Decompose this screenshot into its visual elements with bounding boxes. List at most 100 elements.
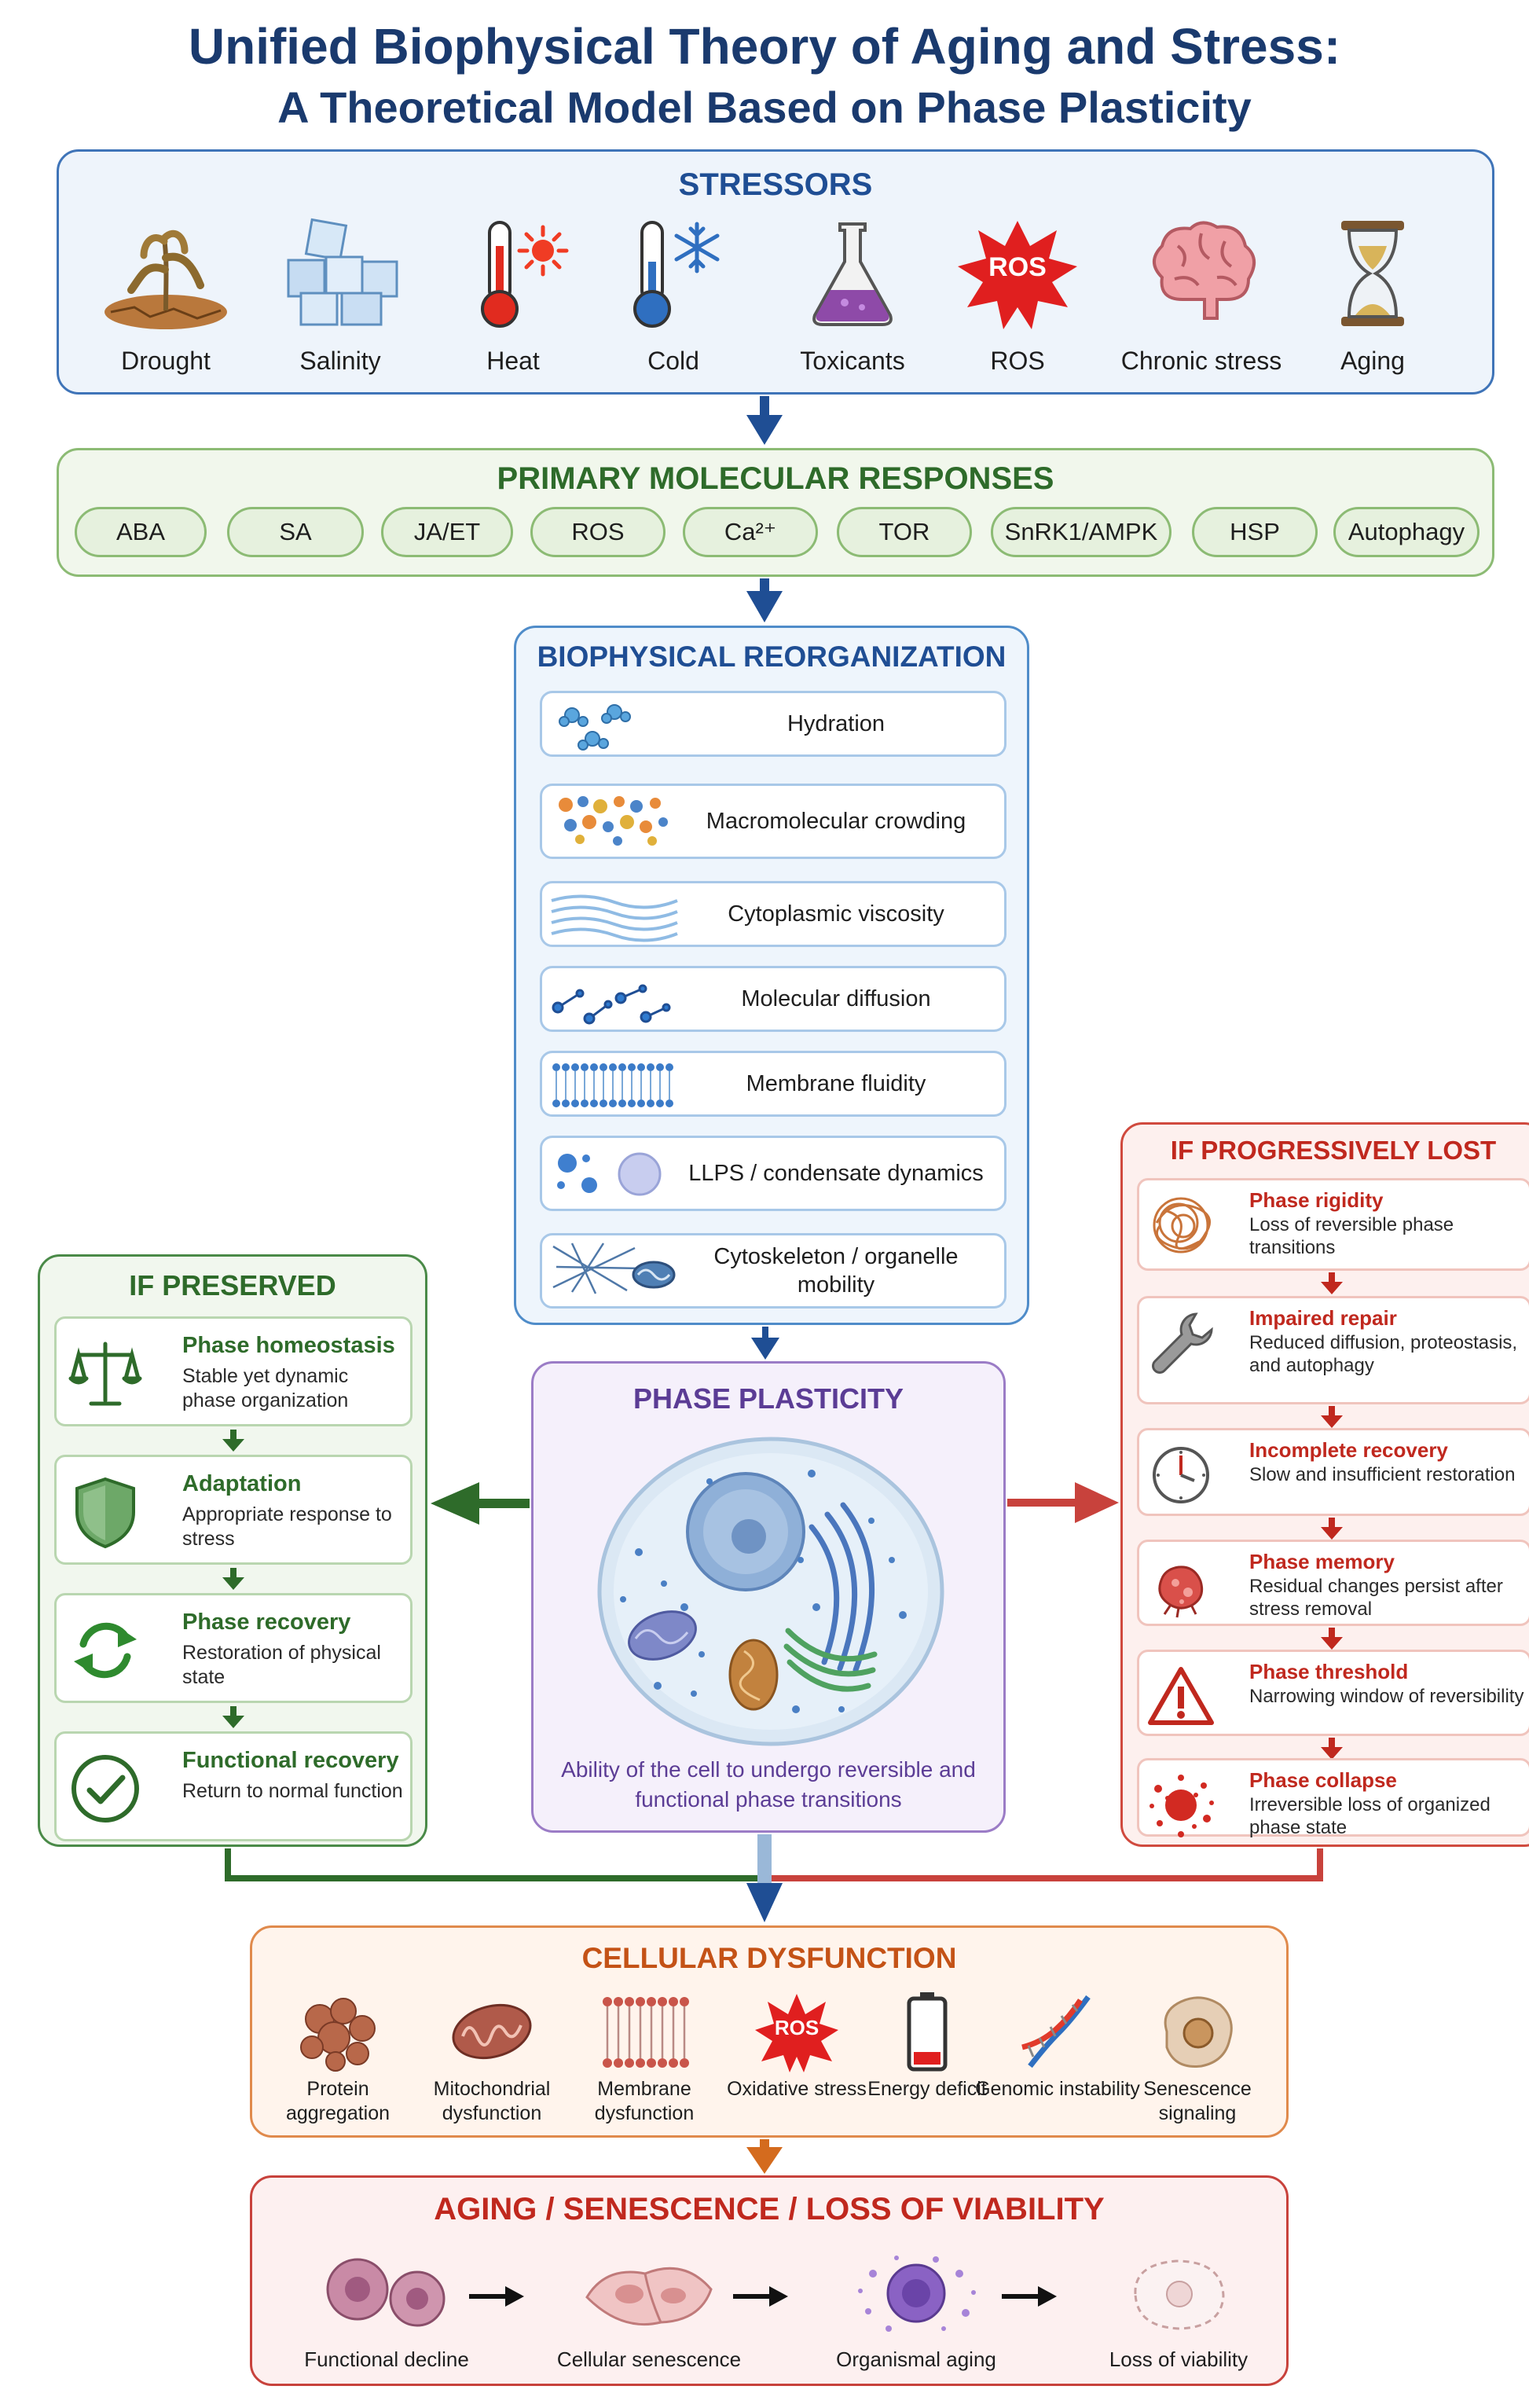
bio-step-cytoskeleton: Cytoskeleton / organelle mobility [540,1233,1006,1309]
stressor-toxicants: Toxicants [774,215,931,387]
stressor-heat: Heat [434,215,592,387]
down-arrow-icon [222,1430,244,1452]
right-arrow-icon [733,2286,788,2307]
response-pill: ROS [530,507,666,557]
dysfunction-label: Oxidative stress [727,2078,867,2100]
response-pill: Autophagy [1333,507,1480,557]
dysfunction-oxidative: ROS Oxidative stress [722,1991,871,2132]
biophysical-panel: BIOPHYSICAL REORGANIZATION Hydration Mac… [514,626,1029,1325]
primary-responses-panel: PRIMARY MOLECULAR RESPONSES ABA SA JA/ET… [57,448,1494,577]
response-pill: Ca²⁺ [683,507,818,557]
preserved-panel: IF PRESERVED Phase homeostasis Stable ye… [38,1254,427,1847]
dysfunction-membrane: Membrane dysfunction [570,1991,719,2132]
down-arrow-icon [222,1568,244,1590]
bio-step-membrane: Membrane fluidity [540,1051,1006,1117]
water-molecules-icon [559,704,631,751]
response-pill: JA/ET [381,507,513,557]
ros-badge-label: ROS [774,2016,820,2039]
biophysical-heading: BIOPHYSICAL REORGANIZATION [537,641,1006,673]
bio-step-label: Cytoskeleton / organelle mobility [713,1244,959,1298]
dysfunction-genomic: Genomic instability [975,1991,1140,2132]
lost-step-title: Impaired repair [1249,1306,1397,1330]
aging-label: Loss of viability [1109,2347,1248,2371]
lost-step-desc: Slow and insufficient restoration [1249,1464,1516,1485]
ros-burst-icon [755,1994,838,2072]
aging-label: Functional decline [304,2347,469,2371]
shield-icon [75,1477,135,1549]
stressor-label: Cold [647,347,699,375]
bio-step-label: Molecular diffusion [741,986,931,1011]
lost-heading: IF PROGRESSIVELY LOST [1170,1136,1497,1165]
thermometer-cold-icon [633,221,720,328]
ros-badge-label: ROS [988,252,1047,282]
lost-step-desc: Loss of reversible phase transitions [1249,1214,1454,1258]
preserved-step-desc: Return to normal function [182,1780,403,1802]
wilted-plant-icon [104,229,227,329]
dysfunction-label: Membrane dysfunction [594,2078,695,2124]
wrench-icon [1152,1312,1213,1374]
burst-cell-icon [1150,1775,1214,1837]
cellular-dysfunction-panel: CELLULAR DYSFUNCTION Protein aggregation… [250,1925,1289,2138]
dysfunction-heading: CELLULAR DYSFUNCTION [581,1942,957,1974]
down-arrow-icon [1321,1628,1343,1650]
lipid-bilayer-icon [552,1063,673,1107]
page-title: Unified Biophysical Theory of Aging and … [188,18,1341,75]
aging-cellular-senescence: Cellular senescence [551,2250,747,2384]
ghost-cell-icon [1134,2259,1225,2330]
dysfunction-label: Senescence signaling [1143,2078,1252,2124]
stressor-chronic-stress: Chronic stress [1121,215,1282,387]
down-arrow-icon [1321,1738,1343,1760]
low-battery-icon [907,1992,948,2072]
balance-scale-icon [68,1342,142,1406]
lost-step-collapse: Phase collapse Irreversible loss of orga… [1137,1758,1529,1838]
stressor-label: Heat [486,347,540,375]
stressors-panel: STRESSORS Drought Salinity [57,149,1494,395]
dysfunction-mitochondrial: Mitochondrial dysfunction [417,1991,566,2132]
preserved-heading: IF PRESERVED [129,1269,336,1301]
preserved-step-title: Adaptation [182,1471,302,1496]
bio-step-label: Hydration [786,711,886,736]
preserved-step-desc: Appropriate response to stress [182,1503,392,1550]
snowflake-icon [674,222,720,273]
lost-step-desc: Irreversible loss of organized phase sta… [1249,1794,1490,1838]
mitochondrion-icon [452,2003,532,2060]
condensate-droplets-icon [557,1152,662,1196]
lost-step-memory: Phase memory Residual changes persist af… [1137,1540,1529,1626]
bio-step-hydration: Hydration [540,691,1006,757]
aging-loss-of-viability: Loss of viability [1080,2250,1277,2384]
response-pill: SnRK1/AMPK [991,507,1172,557]
lost-step-desc: Narrowing window of reversibility [1249,1686,1524,1707]
aging-functional-decline: Functional decline [288,2250,485,2384]
down-arrow-icon [1321,1406,1343,1428]
dysfunction-label: Genomic instability [975,2078,1140,2100]
response-pill: SA [227,507,364,557]
primary-heading: PRIMARY MOLECULAR RESPONSES [497,461,1054,496]
phase-description: Ability of the cell to undergo reversibl… [561,1757,976,1812]
viscous-flow-icon [551,894,678,942]
aging-organismal: Organismal aging [818,2250,1014,2384]
down-arrow-icon [1321,1272,1343,1294]
bio-step-label: LLPS / condensate dynamics [688,1161,984,1186]
preserved-step-recovery: Phase recovery Restoration of physical s… [54,1593,412,1703]
stressors-heading: STRESSORS [678,167,873,202]
preserved-step-desc: Restoration of physical state [182,1642,381,1688]
dysfunction-label: Protein aggregation [285,2078,390,2124]
dna-helix-icon [1021,1995,1091,2068]
dysfunction-label: Energy deficit [867,2078,987,2100]
preserved-step-title: Functional recovery [182,1748,399,1773]
protein-aggregate-icon [300,1998,376,2072]
bio-step-llps: LLPS / condensate dynamics [540,1136,1006,1211]
stressor-ros: ROS ROS [939,215,1096,387]
lost-step-title: Phase rigidity [1249,1188,1384,1212]
preserved-step-desc: Stable yet dynamic phase organization [182,1365,349,1411]
diffusion-molecules-icon [552,984,671,1025]
bio-step-crowding: Macromolecular crowding [540,784,1006,859]
lost-step-repair: Impaired repair Reduced diffusion, prote… [1137,1296,1529,1404]
preserved-step-functional: Functional recovery Return to normal fun… [54,1731,412,1841]
response-pill: HSP [1192,507,1318,557]
flattened-cells-icon [585,2267,713,2326]
aging-heading: AGING / SENESCENCE / LOSS OF VIABILITY [434,2192,1105,2226]
lost-step-title: Incomplete recovery [1249,1438,1448,1462]
stressor-salinity: Salinity [262,215,419,387]
lost-step-desc: Residual changes persist after stress re… [1249,1576,1503,1620]
